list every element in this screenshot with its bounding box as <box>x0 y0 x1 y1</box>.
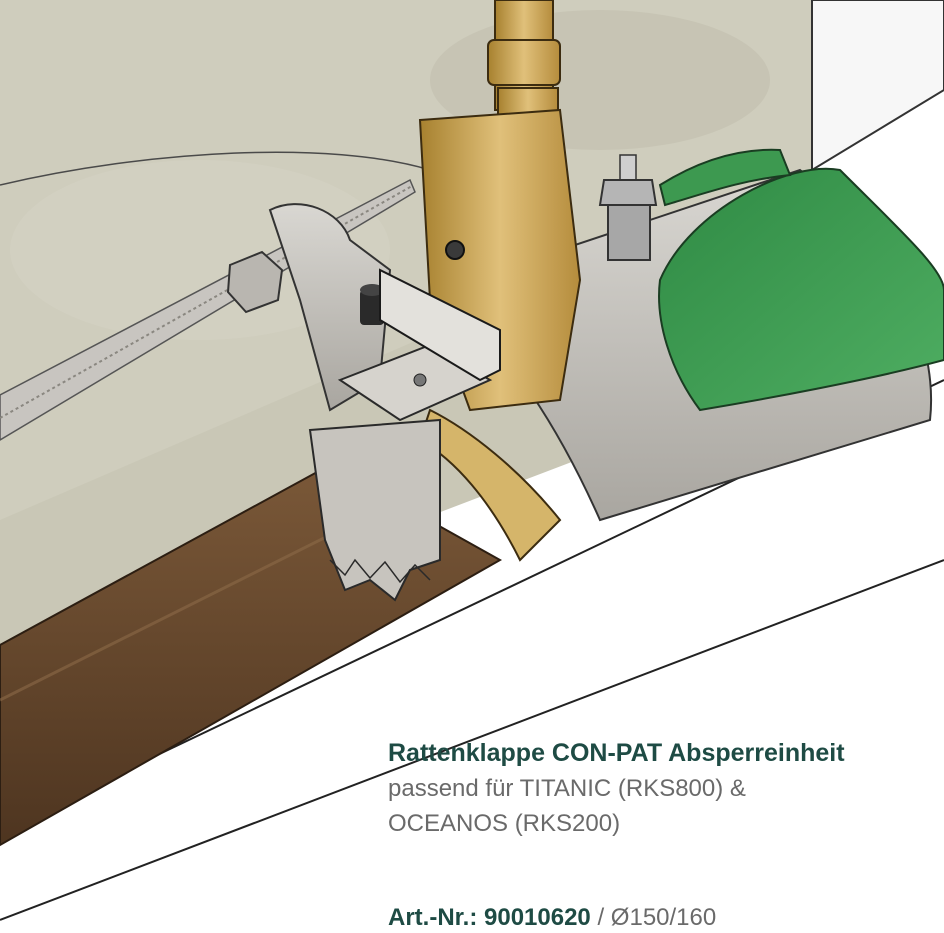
article-number-line: Art.-Nr.: 90010620 / Ø150/160 <box>388 904 716 932</box>
green-pipe-end <box>658 167 944 412</box>
saw-blade <box>308 418 441 602</box>
hex-nut <box>226 250 284 314</box>
green-band <box>658 148 792 207</box>
sensor-bolt <box>598 154 658 261</box>
product-title: Rattenklappe CON-PAT Absperreinheit <box>388 739 845 767</box>
article-number: Art.-Nr.: 90010620 <box>388 904 591 931</box>
pivot-knob <box>360 290 384 325</box>
article-size: Ø150/160 <box>610 904 717 931</box>
brass-seat <box>418 408 562 562</box>
article-separator: / <box>590 904 611 931</box>
bracket-frame <box>379 268 501 382</box>
brass-coupling <box>487 39 561 86</box>
white-wall <box>811 0 944 172</box>
product-caption: Rattenklappe CON-PAT Absperreinheit pass… <box>388 738 944 842</box>
product-subtitle: passend für TITANIC (RKS800) & OCEANOS (… <box>388 775 746 837</box>
